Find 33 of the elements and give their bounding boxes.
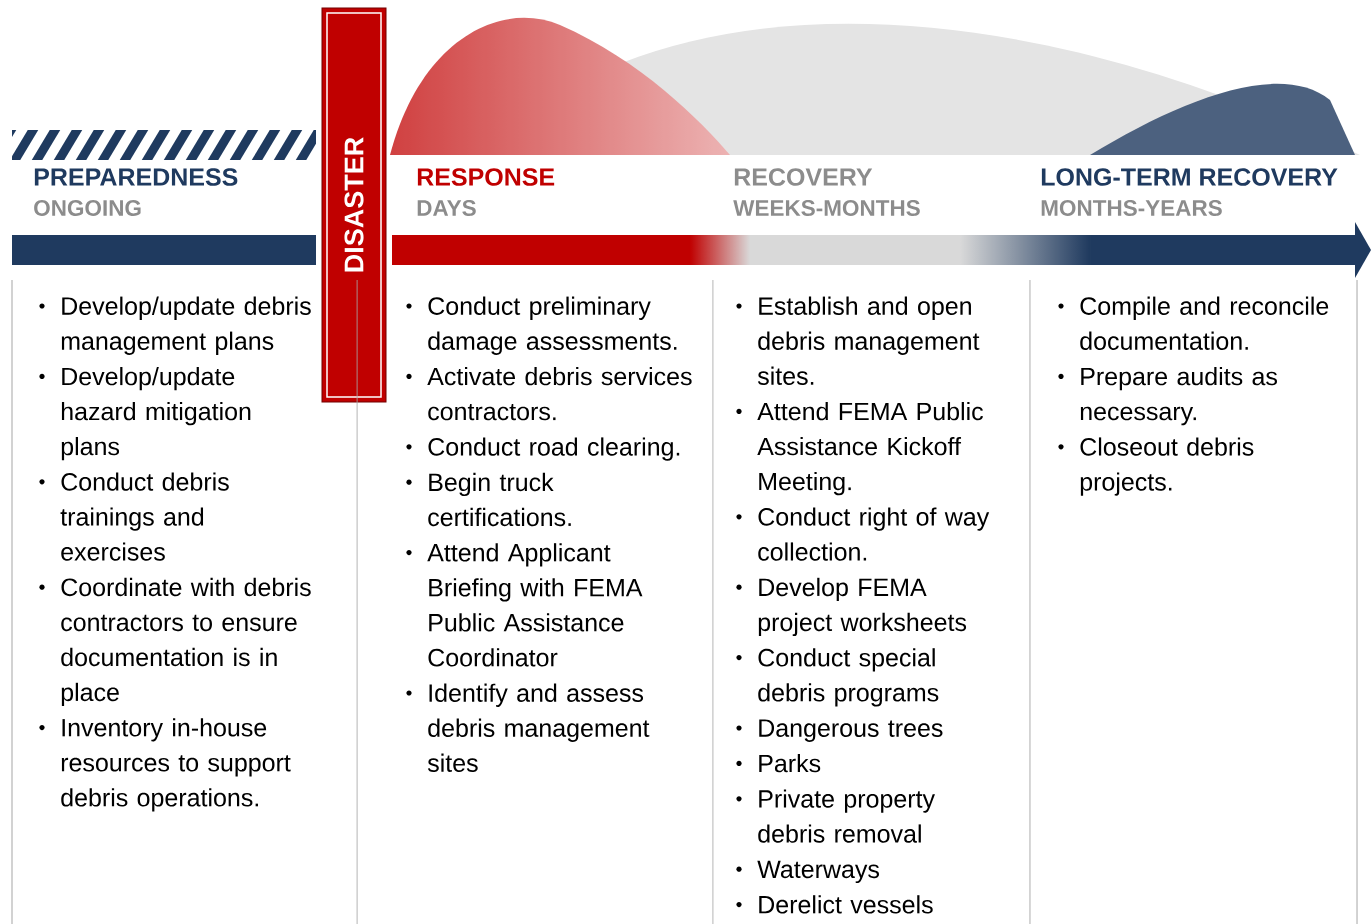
phase-heading: RECOVERY bbox=[734, 168, 873, 186]
bullet-item: Inventory in-house resources to support debris operations. bbox=[39, 718, 291, 812]
bullet-item: Dangerous trees bbox=[736, 719, 943, 742]
duration-label: ONGOING bbox=[34, 200, 141, 216]
bullet-item: Develop/update hazard mitigation plans bbox=[39, 367, 251, 461]
bullet-item: Compile and reconcile documentation. bbox=[1058, 296, 1329, 350]
bullet-item: Prepare audits as necessary. bbox=[1058, 367, 1277, 426]
bullet-item: Conduct preliminary damage assessments. bbox=[406, 296, 677, 355]
bullet-item: Develop/update debris management plans bbox=[39, 296, 311, 355]
duration-label: DAYS bbox=[417, 200, 476, 216]
bullet-item: Waterways bbox=[736, 860, 879, 884]
bullet-item: Begin truck certifications. bbox=[406, 472, 571, 527]
bullet-item: Identify and assess debris management sites bbox=[406, 683, 650, 772]
phase-heading: LONG-TERM RECOVERY bbox=[1041, 168, 1338, 186]
bullet-item: Private property debris removal bbox=[736, 789, 935, 843]
bullet-item: Activate debris services contractors. bbox=[406, 367, 692, 421]
bullet-item: Conduct right of way collection. bbox=[736, 507, 990, 561]
duration-label: MONTHS-YEARS bbox=[1041, 200, 1222, 216]
bullet-item: Coordinate with debris contractors to ensure documentation is in place bbox=[39, 577, 311, 707]
phase-heading: PREPAREDNESS bbox=[34, 168, 238, 186]
bullet-item: Conduct special debris programs bbox=[736, 648, 939, 707]
bullet-item: Closeout debris projects. bbox=[1058, 437, 1254, 496]
duration-label: WEEKS-MONTHS bbox=[733, 200, 920, 216]
bullet-item: Parks bbox=[736, 754, 821, 773]
bullet-item: Attend FEMA Public Assistance Kickoff Meeting. bbox=[736, 402, 983, 496]
bullet-item: Derelict vessels bbox=[736, 895, 933, 914]
bullet-item: Conduct debris trainings and exercises bbox=[39, 472, 229, 561]
bullet-item: Conduct road clearing. bbox=[406, 437, 680, 461]
phase-heading: RESPONSE bbox=[417, 168, 555, 186]
bullet-item: Attend Applicant Briefing with FEMA Public Assistance Coordinator bbox=[406, 543, 643, 667]
bullet-item: Establish and open debris management sites. bbox=[736, 296, 980, 385]
disaster-banner: DISASTER bbox=[321, 7, 387, 403]
bullet-item: Develop FEMA project worksheets bbox=[736, 577, 967, 637]
